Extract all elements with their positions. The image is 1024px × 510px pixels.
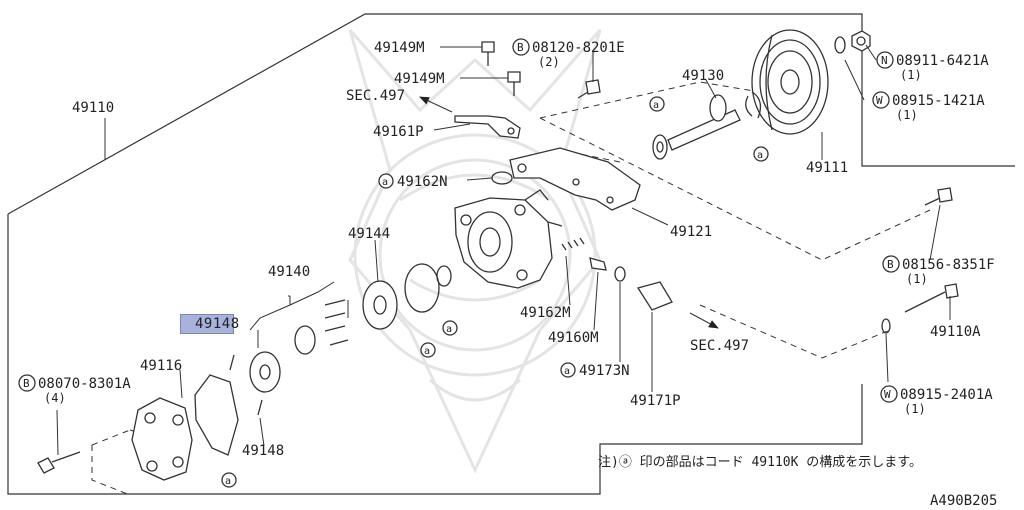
label-49111: 49111 <box>806 160 848 176</box>
label-49149M-a: 49149M <box>374 40 425 56</box>
highlighted-part-49148[interactable]: 49148 <box>180 314 239 334</box>
label-49162M: 49162M <box>520 305 571 321</box>
nut-08911 <box>851 30 871 52</box>
label-49116: 49116 <box>140 358 182 374</box>
label-08156: 08156-8351F <box>902 257 995 273</box>
svg-text:B: B <box>517 41 524 54</box>
svg-text:a: a <box>446 324 452 335</box>
label-49144: 49144 <box>348 226 390 242</box>
svg-text:a: a <box>653 100 659 111</box>
plate-49144 <box>362 280 398 330</box>
leader-lines <box>56 44 951 456</box>
qty-08911: (1) <box>900 68 922 82</box>
valve-49160M <box>589 257 607 271</box>
svg-text:a: a <box>564 366 570 377</box>
washer-mark-icon: W <box>872 91 890 109</box>
label-49162N: 49162N <box>397 174 448 190</box>
label-49110: 49110 <box>72 100 114 116</box>
link-49161P <box>454 115 521 139</box>
svg-text:B: B <box>887 258 894 271</box>
bolt-49149M-a <box>481 41 495 66</box>
kit-mark-icon: a <box>560 362 576 378</box>
svg-text:a: a <box>382 177 388 188</box>
kit-note: 注)ⓐ 印の部品はコード 49110K の構成を示します。 <box>598 455 922 470</box>
pin-49148 <box>229 354 263 416</box>
kit-marks: a a a a a <box>221 96 769 488</box>
cartridge-49140 <box>249 281 349 393</box>
label-49160M: 49160M <box>548 330 599 346</box>
assembly-frame <box>7 13 1015 495</box>
pulley-49111 <box>751 29 829 135</box>
bolt-08120 <box>577 79 601 99</box>
bolt-49110A <box>904 283 959 313</box>
bracket-49121 <box>509 147 641 211</box>
svg-text:B: B <box>23 377 30 390</box>
cover-49116 <box>131 397 193 481</box>
bolt-mark-icon: B <box>512 38 530 56</box>
explode-lines <box>91 81 931 496</box>
kit-mark-icon: a <box>378 173 394 189</box>
bolt-mark-icon: B <box>882 255 900 273</box>
washer-08915b <box>881 318 891 334</box>
label-sec497-b: SEC.497 <box>690 338 749 354</box>
svg-text:N: N <box>881 54 888 67</box>
label-49148: 49148 <box>242 443 284 459</box>
label-49121: 49121 <box>670 224 712 240</box>
svg-text:a: a <box>424 346 430 357</box>
spring-49162M <box>561 237 585 251</box>
qty-08915a: (1) <box>896 108 918 122</box>
bolt-08070 <box>37 451 81 474</box>
label-49110A: 49110A <box>930 324 981 340</box>
washer-mark-icon: W <box>880 385 898 403</box>
qty-08915b: (1) <box>904 402 926 416</box>
svg-text:a: a <box>225 476 231 487</box>
label-08120: 08120-8201E <box>532 40 625 56</box>
watermark-emblem-icon <box>348 29 602 474</box>
label-08915b: 08915-2401A <box>900 387 993 403</box>
oring-49173N <box>614 266 626 282</box>
arrow-icon <box>689 312 719 329</box>
pump-housing <box>454 189 563 289</box>
qty-08120: (2) <box>538 55 560 69</box>
bolt-mark-icon: B <box>18 374 36 392</box>
label-08915a: 08915-1421A <box>892 93 985 109</box>
label-49161P: 49161P <box>373 124 424 140</box>
nut-mark-icon: N <box>876 51 894 69</box>
qty-08070: (4) <box>44 391 66 405</box>
gasket <box>194 374 239 456</box>
label-49140: 49140 <box>268 264 310 280</box>
svg-text:a: a <box>757 150 763 161</box>
bolt-49149M-b <box>507 71 521 96</box>
qty-08156: (1) <box>906 272 928 286</box>
label-49130: 49130 <box>682 68 724 84</box>
diagram-id: A490B205 <box>930 493 997 509</box>
label-08911: 08911-6421A <box>896 53 989 69</box>
label-49173N: 49173N <box>579 363 630 379</box>
label-08070: 08070-8301A <box>38 376 131 392</box>
label-49171P: 49171P <box>630 393 681 409</box>
svg-text:W: W <box>884 388 891 401</box>
arrow-icon <box>419 96 453 113</box>
fitting-49171P <box>636 281 673 311</box>
label-sec497-a: SEC.497 <box>346 88 405 104</box>
washer-08915a <box>834 36 846 54</box>
bolt-08156 <box>924 187 953 206</box>
highlighted-part-label: 49148 <box>195 316 240 332</box>
seal-ring-large <box>404 263 452 313</box>
label-49149M-b: 49149M <box>394 71 445 87</box>
svg-text:W: W <box>876 94 883 107</box>
shaft-49130 <box>652 91 762 160</box>
